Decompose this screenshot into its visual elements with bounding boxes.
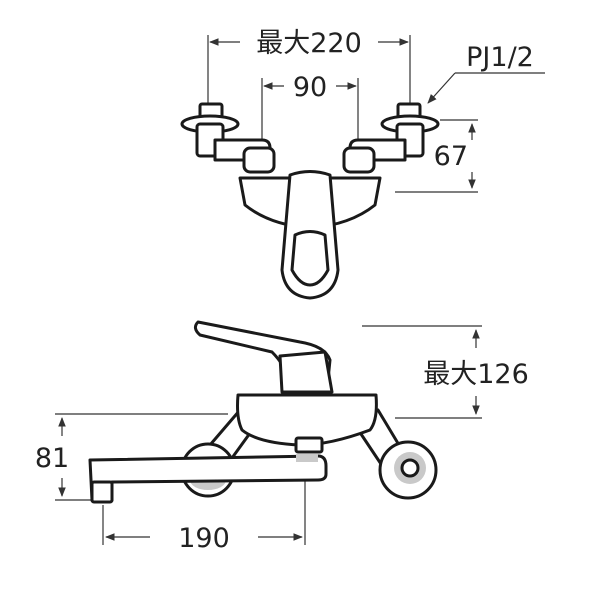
right-wall-fitting: [353, 408, 438, 500]
dim-spout-reach: 190: [102, 470, 306, 554]
dim-inner-spacing: 90: [261, 72, 359, 142]
thread-label: PJ1/2: [466, 42, 534, 73]
dim-inlet-height: 67: [395, 119, 478, 193]
max-height-label: 最大126: [423, 359, 529, 390]
dim-max-width: 最大220: [207, 28, 411, 132]
top-view: 最大220 90 PJ1/2 67: [180, 28, 545, 300]
faucet-body-top: [238, 170, 382, 300]
inner-spacing-label: 90: [293, 72, 327, 103]
lever-handle: [193, 320, 334, 394]
side-view: 最大126 81 190: [35, 320, 529, 554]
dim-max-height: 最大126: [362, 325, 529, 419]
dim-spout-height: 81: [35, 413, 228, 501]
spout-reach-label: 190: [178, 523, 230, 554]
spout: [88, 454, 328, 504]
thread-callout: PJ1/2: [427, 42, 545, 104]
left-inlet-connector: [180, 102, 276, 174]
max-width-label: 最大220: [256, 28, 362, 59]
faucet-body-side: [236, 393, 378, 454]
inlet-height-label: 67: [434, 141, 468, 172]
right-inlet-connector: [342, 102, 440, 174]
spout-height-label: 81: [35, 443, 69, 474]
